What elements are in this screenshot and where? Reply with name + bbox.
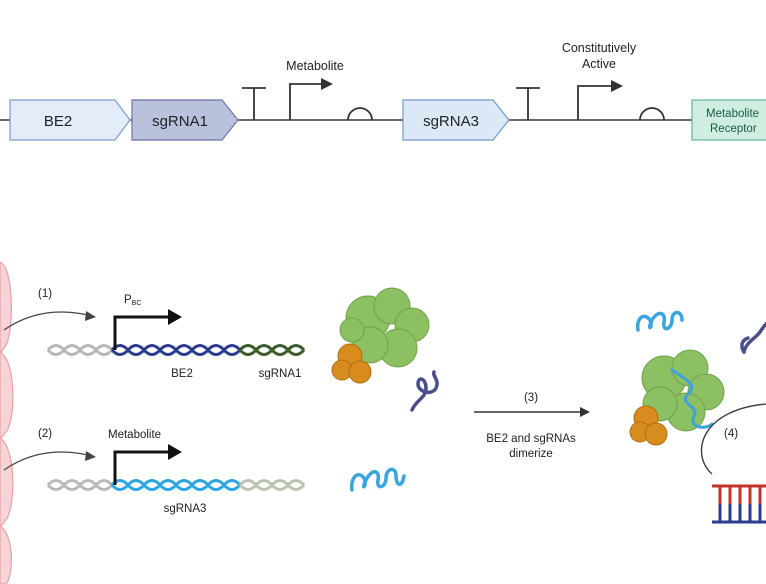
promoter-metabolite: Metabolite	[286, 59, 344, 120]
promoter-pbc: PBC	[113, 294, 182, 350]
target-dna	[712, 484, 766, 524]
gene-sgrna1-label: sgRNA1	[259, 368, 302, 380]
step-1-arrowhead	[85, 311, 96, 321]
sgrna3-rna	[349, 467, 406, 492]
be2-sgrna-complex	[629, 349, 725, 446]
promoter-constitutive-label-line2: Active	[582, 57, 616, 71]
part-receptor-label-line2: Receptor	[710, 123, 757, 135]
dna2-gray-end	[238, 479, 306, 491]
step-2-label: (2)	[38, 428, 52, 440]
terminator-2	[516, 87, 540, 120]
promoter-constitutive: Constitutively Active	[562, 41, 637, 120]
dna2-sgrna3	[110, 479, 242, 491]
promoter-pbc-label: PBC	[124, 294, 141, 307]
step-2-arrow	[3, 451, 93, 471]
promoter-constitutive-label-line1: Constitutively	[562, 41, 637, 55]
arrow-caption-line1: BE2 and sgRNAs	[486, 433, 576, 445]
promoter-metabolite-2: Metabolite	[108, 429, 182, 485]
gene-sgrna3-label: sgRNA3	[164, 503, 207, 515]
rbs-1	[347, 107, 373, 121]
step-3-arrowhead	[580, 407, 590, 417]
part-sgrna1-label: sgRNA1	[152, 113, 208, 130]
dna-row-2	[46, 479, 306, 491]
part-sgrna3: sgRNA3	[402, 99, 510, 141]
free-sgrna1-rna	[742, 322, 766, 354]
sgrna1-rna	[410, 370, 439, 412]
be2-protein	[331, 287, 430, 384]
circuit-row: BE2 sgRNA1 Metabolite sgRNA3	[0, 41, 766, 141]
rbs-2	[639, 107, 665, 121]
part-be2: BE2	[9, 99, 131, 141]
part-be2-label: BE2	[44, 113, 72, 130]
dna-row-1	[46, 344, 306, 356]
part-sgrna1: sgRNA1	[131, 99, 239, 141]
step-4-label: (4)	[724, 428, 738, 440]
dna2-gray	[46, 479, 114, 491]
arrow-caption-line2: dimerize	[509, 448, 552, 460]
cell-membrane	[0, 261, 14, 584]
part-sgrna3-label: sgRNA3	[423, 113, 479, 130]
dna1-sgrna1	[238, 344, 306, 356]
step-1-label: (1)	[38, 288, 52, 300]
gene-be2-label: BE2	[171, 368, 193, 380]
part-receptor-label-line1: Metabolite	[706, 108, 759, 120]
dna1-gray	[46, 344, 114, 356]
step-3-label: (3)	[524, 392, 538, 404]
free-sgrna1-rna-tail	[740, 336, 750, 354]
dna1-be2	[110, 344, 242, 356]
free-sgrna3-rna	[635, 310, 684, 332]
part-metabolite-receptor: Metabolite Receptor	[691, 99, 766, 141]
step-2-arrowhead	[85, 451, 96, 461]
step-1-arrow	[3, 311, 93, 331]
promoter-metabolite-label: Metabolite	[286, 59, 344, 73]
promoter-metabolite-2-label: Metabolite	[108, 429, 161, 441]
step-4-arrow	[700, 403, 766, 475]
terminator-1	[242, 87, 266, 120]
